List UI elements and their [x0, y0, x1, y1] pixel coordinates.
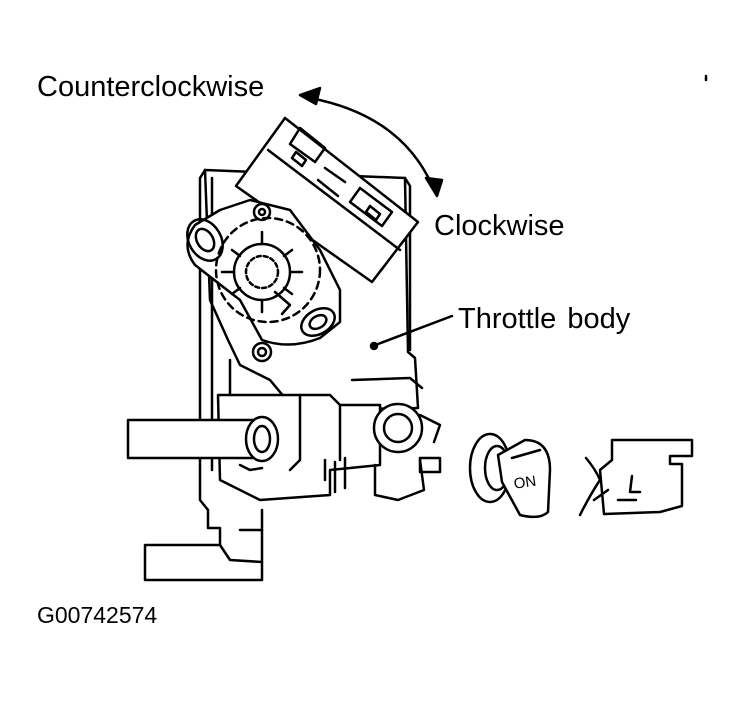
- throttle-mount-bracket: [143, 508, 264, 582]
- throttle-body-leader: [369, 314, 454, 351]
- rotation-arrow-icon: [298, 86, 444, 198]
- sensor-rotor: [214, 216, 322, 324]
- throttle-body-label: Throttle body: [458, 303, 631, 335]
- sensor-connector: [234, 116, 420, 284]
- engine-icon: [578, 438, 694, 517]
- throttle-position-sensor: [186, 198, 342, 363]
- key-on-label: ON: [513, 473, 538, 493]
- ignition-key-icon: [468, 432, 552, 519]
- figure-code: G00742574: [37, 602, 158, 628]
- counterclockwise-label: Counterclockwise: [37, 71, 265, 103]
- throttle-shaft-assembly: [126, 358, 442, 502]
- clockwise-label: Clockwise: [434, 210, 565, 242]
